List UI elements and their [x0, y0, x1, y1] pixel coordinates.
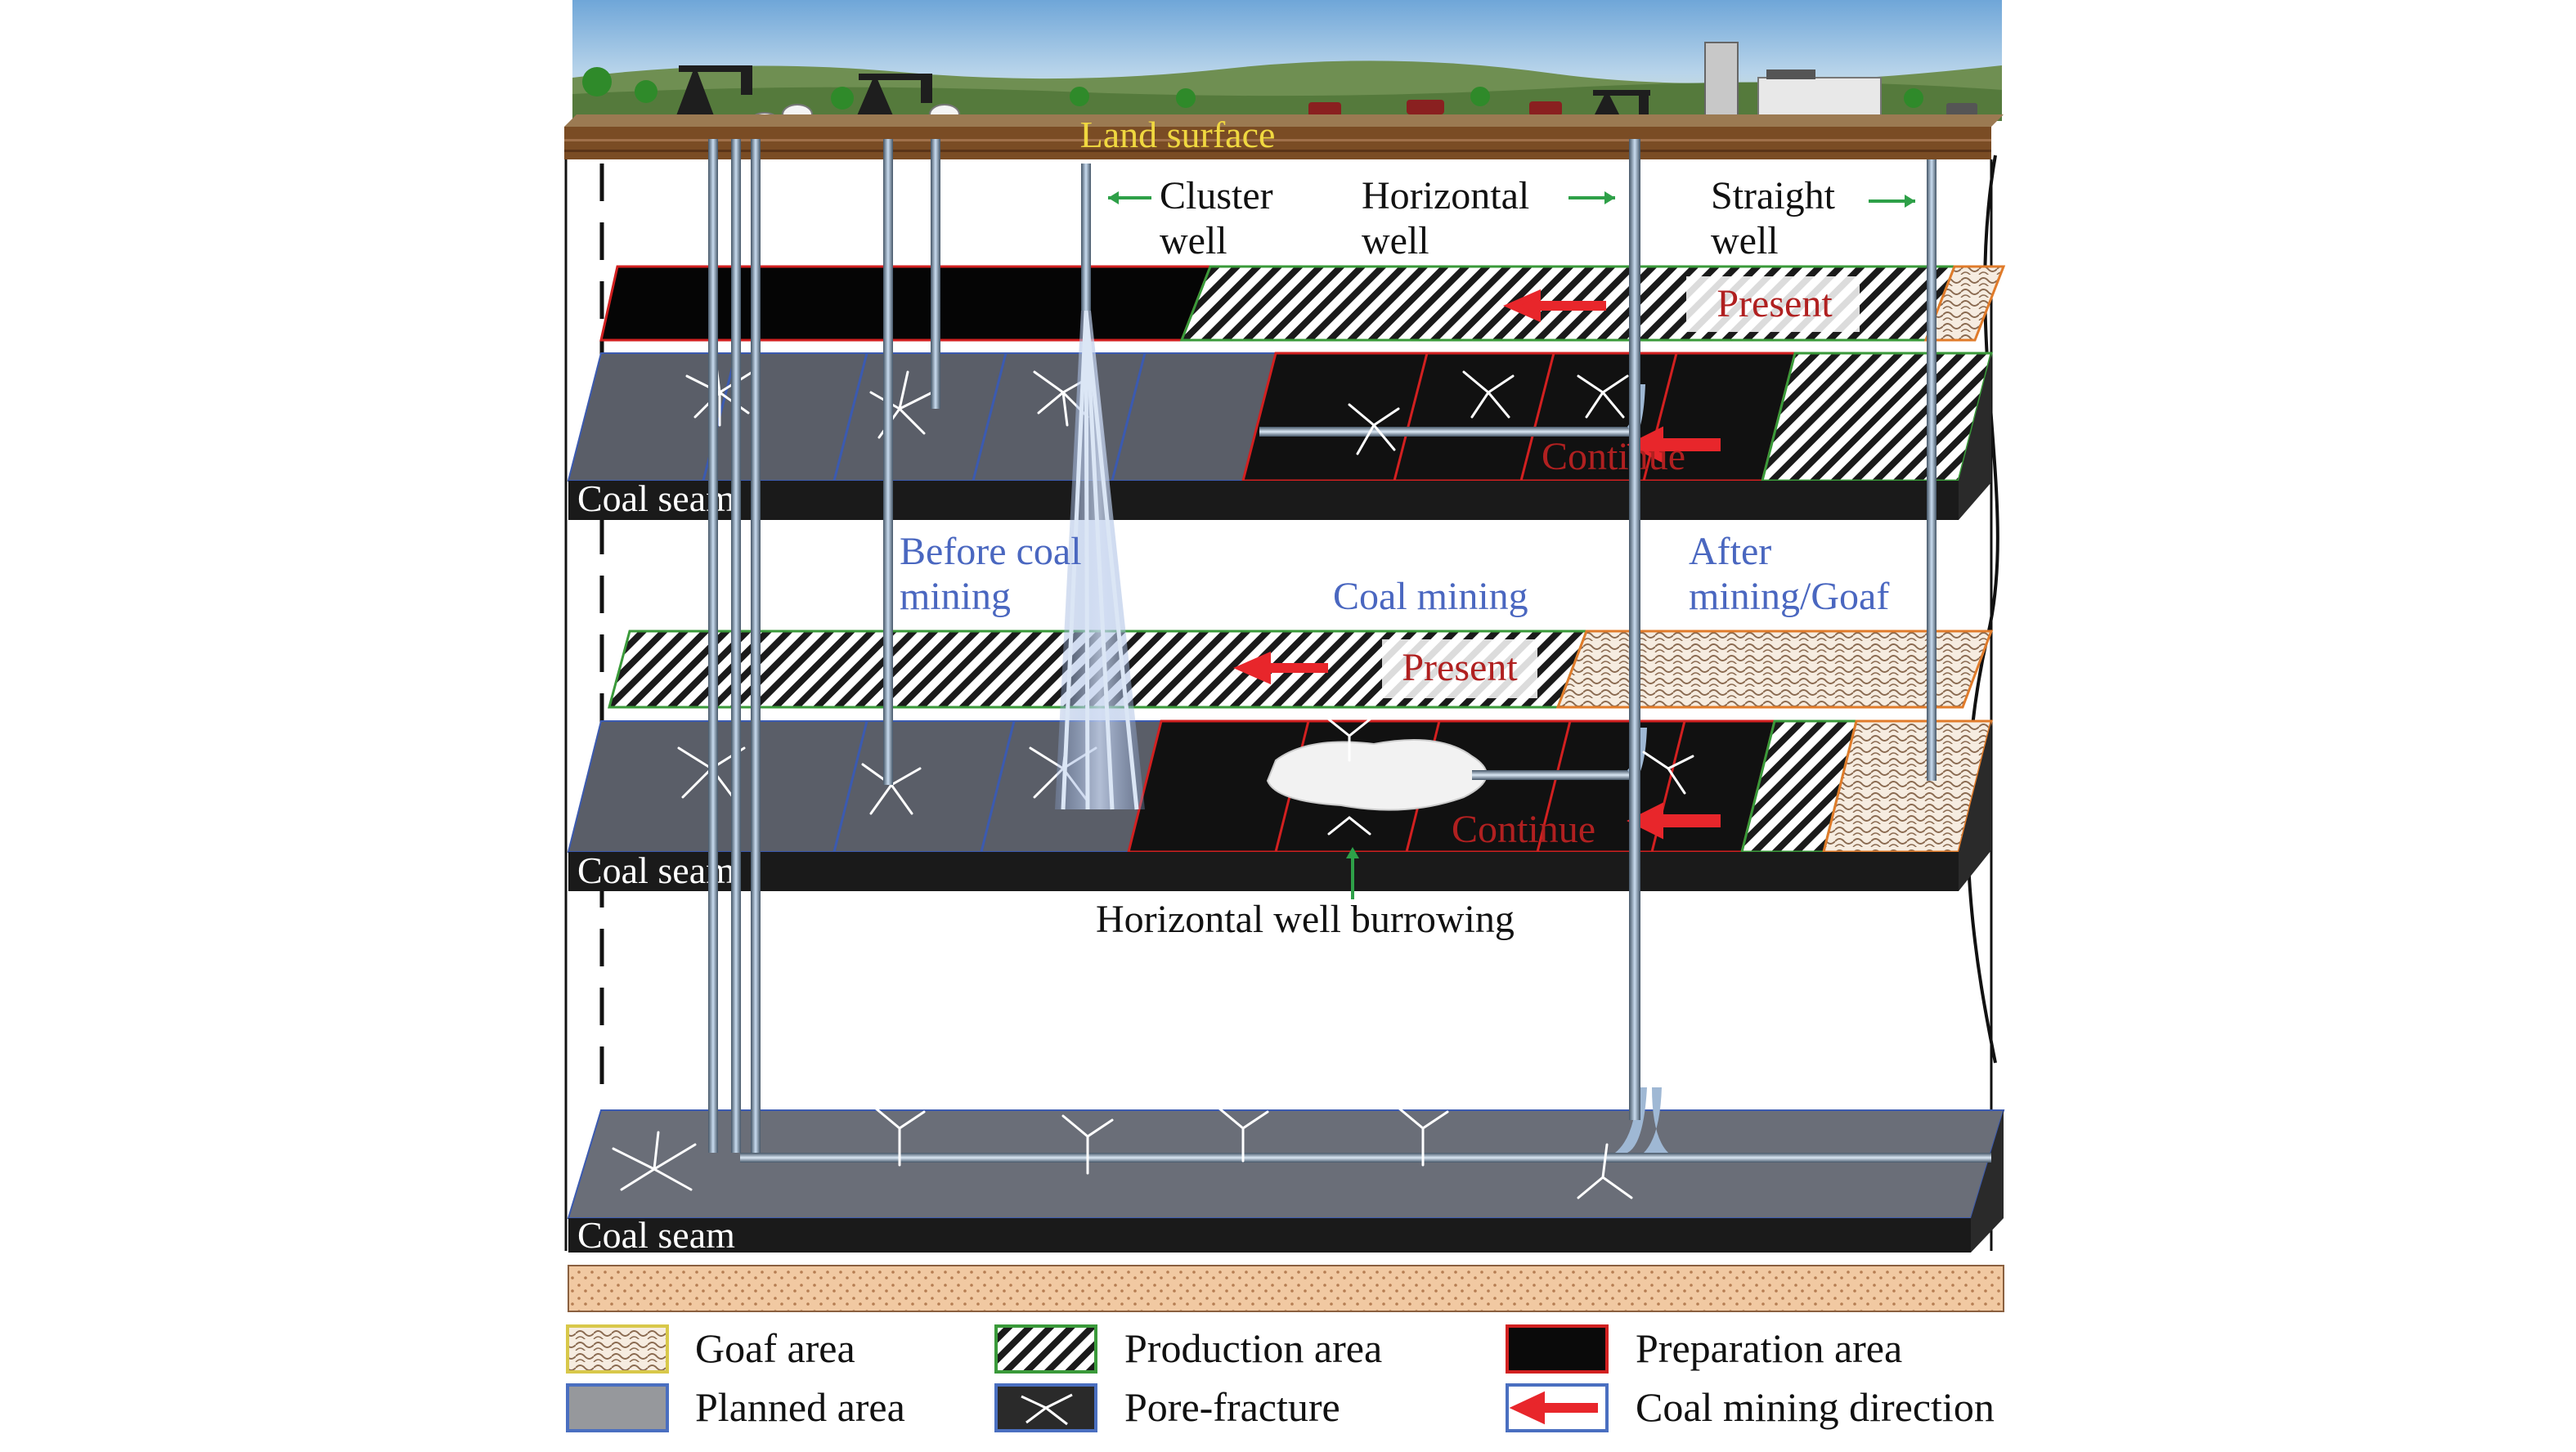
coal-seam-label-3: Coal seam — [577, 1214, 735, 1256]
present-label-top: Present — [1717, 282, 1833, 325]
planned-area-bottom — [567, 1109, 2005, 1219]
before-coal-mining-line2: mining — [900, 575, 1011, 618]
legend-item-preparation: Preparation area — [1506, 1324, 1902, 1374]
legend-item-planned: Planned area — [566, 1383, 905, 1432]
planned-area-top — [567, 352, 1277, 482]
vehicle-icons — [1308, 100, 1977, 117]
continue-label-top: Continue — [1542, 435, 1685, 478]
goaf-area-mid — [1555, 630, 1994, 709]
present-label-mid: Present — [1402, 646, 1518, 689]
mining-direction-arrow — [1503, 289, 1606, 323]
preparation-panels-top — [1241, 352, 1797, 482]
vertical-wells — [708, 139, 1936, 1153]
straight-well-label-line1: Straight — [1711, 174, 1836, 217]
legend-label-planned: Planned area — [695, 1384, 905, 1430]
bottom-level: Coal seam — [567, 1087, 2005, 1312]
cluster-well-label-line1: Cluster — [1160, 174, 1273, 217]
legend-item-pore-fracture: Pore-fracture — [994, 1383, 1340, 1432]
legend-item-production: Production area — [994, 1324, 1382, 1374]
arrow-left-icon — [1509, 1391, 1598, 1425]
legend-label-production: Production area — [1124, 1325, 1382, 1371]
legend-label-pore-fracture: Pore-fracture — [1124, 1384, 1340, 1430]
well-labels: Cluster well Horizontal well Straight we… — [1108, 174, 1915, 262]
continue-label-mid: Continue — [1452, 808, 1595, 851]
cluster-well-label-line2: well — [1160, 219, 1227, 262]
stage-labels: Before coal mining Coal mining After min… — [900, 530, 1889, 941]
legend-item-direction: Coal mining direction — [1506, 1383, 1995, 1432]
horizontal-well-label-line1: Horizontal — [1362, 174, 1529, 217]
land-surface-band — [564, 114, 2004, 159]
horizontal-well-label-line2: well — [1362, 219, 1429, 262]
preparation-area-top — [599, 265, 1213, 342]
legend-label-preparation: Preparation area — [1636, 1325, 1902, 1371]
horizontal-well-burrowing-label: Horizontal well burrowing — [1096, 898, 1515, 941]
top-level: Present Coal seam Continue — [567, 265, 2006, 520]
pore-fracture-icon — [1021, 1393, 1073, 1426]
legend: Goaf area Production area Preparation ar… — [566, 1324, 1995, 1432]
pore-fracture-marks — [612, 358, 1694, 1199]
legend-item-goaf: Goaf area — [566, 1324, 855, 1374]
straight-well-label-line2: well — [1711, 219, 1779, 262]
floor-rock — [568, 1265, 2004, 1312]
production-area-top-seam — [1761, 352, 1993, 482]
middle-level: Present Coal seam Continue — [567, 630, 1994, 891]
after-mining-line1: After — [1689, 530, 1771, 573]
coal-mining-label: Coal mining — [1333, 575, 1528, 618]
before-coal-mining-line1: Before coal — [900, 530, 1082, 573]
after-mining-line2: mining/Goaf — [1689, 575, 1889, 618]
land-surface-label: Land surface — [1080, 114, 1276, 155]
legend-label-direction: Coal mining direction — [1636, 1384, 1995, 1430]
goaf-cavity — [1266, 739, 1488, 811]
legend-label-goaf: Goaf area — [695, 1325, 855, 1371]
